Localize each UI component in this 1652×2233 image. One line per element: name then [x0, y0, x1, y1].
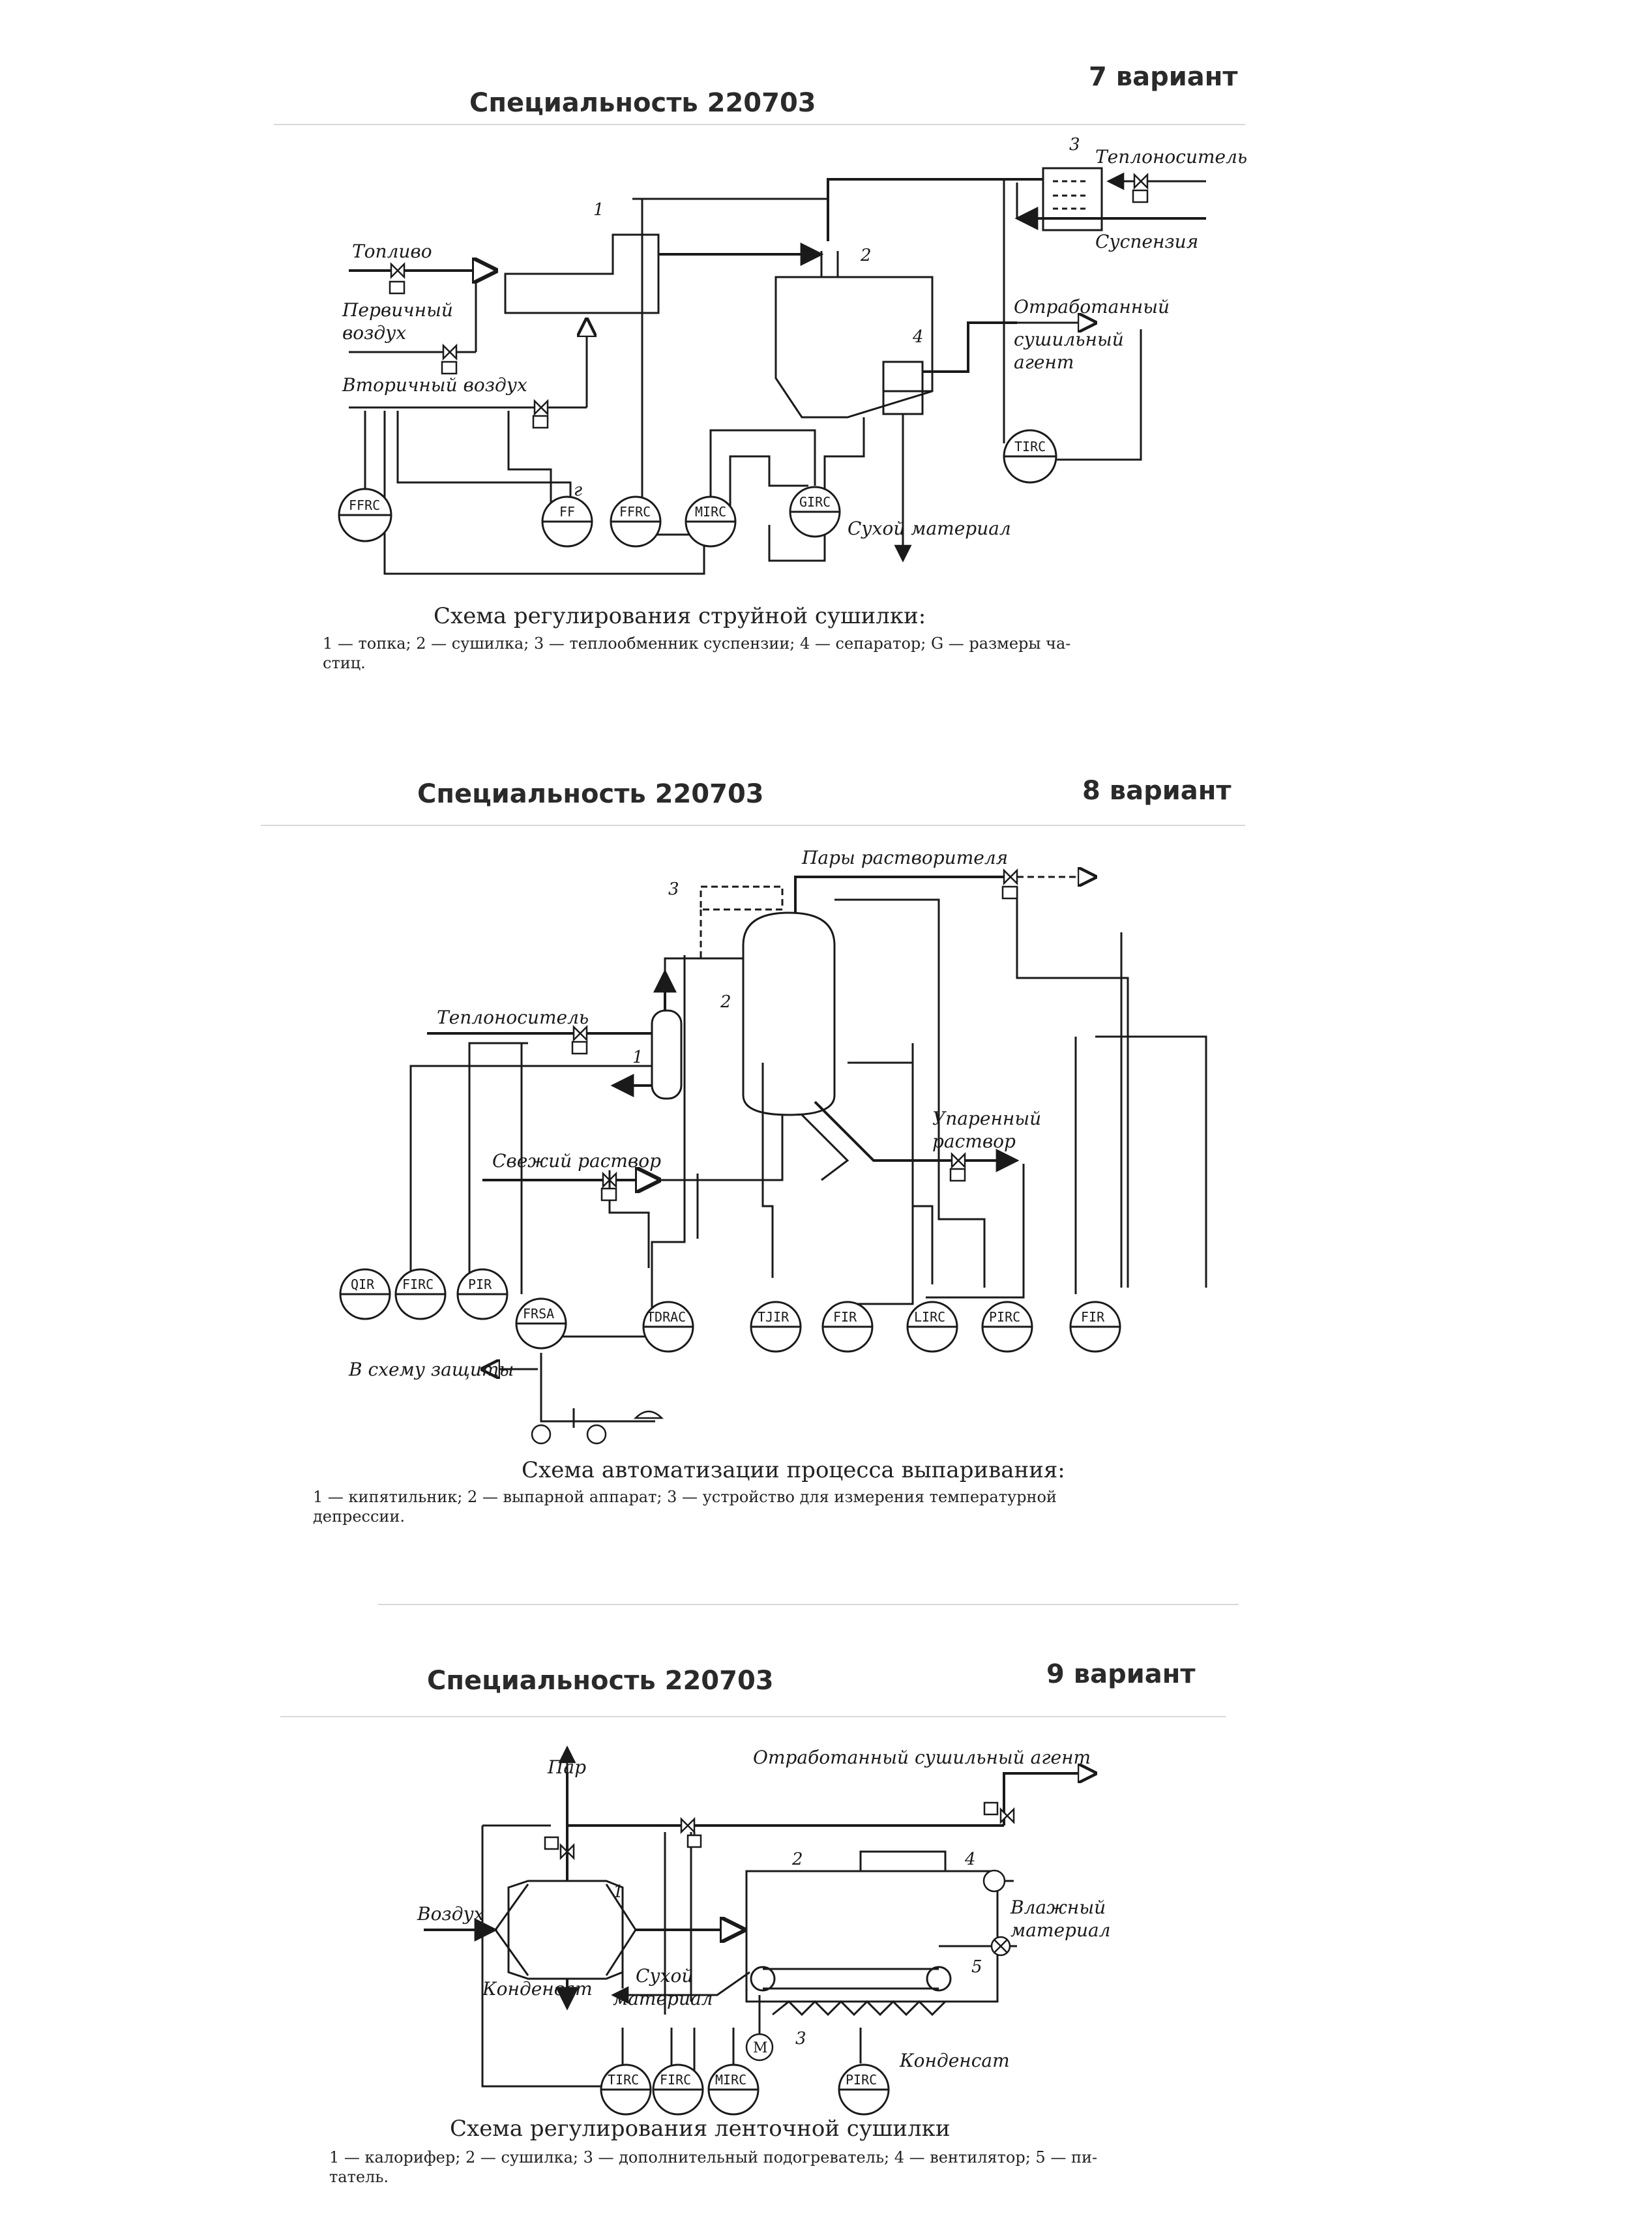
num-3: 3	[795, 2029, 806, 2048]
label-spent-agent-1: Отработанный	[1014, 296, 1170, 318]
tag-firc: FIRC	[402, 1277, 434, 1292]
fan-4	[982, 1869, 1006, 1893]
separator-line	[274, 124, 1245, 125]
tag-pirc: PIRC	[989, 1309, 1020, 1325]
label-condensate-right: Конденсат	[899, 2050, 1010, 2071]
label-evaporated-2: раствор	[932, 1131, 1016, 1152]
num-2: 2	[860, 246, 872, 265]
label-fuel: Топливо	[352, 241, 432, 262]
label-wet-material-1: Влажный	[1010, 1897, 1106, 1918]
label-secondary-air: Вторичный воздух	[342, 374, 527, 396]
tag-fir: FIR	[833, 1309, 857, 1325]
label-air: Воздух	[417, 1903, 484, 1925]
tag-tirc: TIRC	[608, 2072, 639, 2088]
num-2: 2	[791, 1850, 803, 1869]
tag-fir-right: FIR	[1081, 1309, 1105, 1325]
dryer-2	[745, 1870, 999, 2003]
tag-ff: FF	[559, 504, 575, 520]
label-dry-material-2: материал	[613, 1988, 713, 2009]
tag-ffrc-mid: FFRC	[619, 504, 651, 520]
label-heat-carrier: Теплоноситель	[437, 1007, 589, 1028]
label-dry-material-1: Сухой	[636, 1965, 693, 1987]
tag-ffrc-left: FFRC	[349, 497, 380, 513]
tag-pirc: PIRC	[846, 2072, 877, 2088]
label-solvent-vapors: Пары растворителя	[801, 847, 1008, 868]
separator-line	[378, 1604, 1239, 1605]
tag-qir: QIR	[351, 1277, 375, 1292]
caption-legend-8-line1: 1 — кипятильник; 2 — выпарной аппарат; 3…	[313, 1488, 1057, 1506]
variant-label-7: 7 вариант	[1089, 62, 1238, 92]
boiler-1	[651, 1009, 683, 1100]
tag-girc: GIRC	[799, 494, 831, 510]
tag-mirc: MIRC	[715, 2072, 746, 2088]
calorifer-1	[507, 1880, 624, 1980]
drying-jet-scheme: Топливо Первичный воздух Вторичный возду…	[338, 135, 1247, 575]
num-1: 1	[593, 200, 604, 220]
label-heat-carrier: Теплоноситель	[1095, 146, 1247, 168]
num-1: 1	[613, 1882, 624, 1902]
tag-tirc: TIRC	[1014, 439, 1046, 454]
num-4: 4	[964, 1850, 976, 1869]
caption-legend-8-line2: депрессии.	[313, 1507, 406, 1526]
num-4: 4	[912, 327, 924, 347]
dryer-2	[774, 276, 934, 419]
num-5: 5	[971, 1957, 982, 1977]
caption-legend-9-line2: татель.	[329, 2168, 389, 2186]
label-wet-material-2: материал	[1010, 1919, 1111, 1941]
label-spent-agent: Отработанный сушильный агент	[753, 1747, 1091, 1768]
label-primary-air-1: Первичный	[342, 299, 453, 321]
label-spent-agent-2: сушильный	[1014, 329, 1124, 350]
num-g: г	[574, 481, 582, 500]
specialty-heading-7: Специальность 220703	[469, 88, 816, 118]
caption-legend-7-line1: 1 — топка; 2 — сушилка; 3 — теплообменни…	[323, 634, 1071, 653]
tag-tjir: TJIR	[758, 1309, 789, 1325]
variant-label-8: 8 вариант	[1082, 776, 1232, 806]
num-3: 3	[1069, 135, 1080, 155]
furnace-1	[504, 233, 660, 314]
tag-pir: PIR	[468, 1277, 492, 1292]
specialty-heading-8: Специальность 220703	[417, 779, 764, 809]
tag-tdrac: TDRAC	[647, 1309, 686, 1325]
num-3: 3	[668, 880, 679, 899]
separator-line	[261, 825, 1245, 826]
motor	[745, 2033, 774, 2062]
label-dry-material: Сухой материал	[848, 518, 1011, 539]
num-2: 2	[720, 992, 731, 1012]
tag-frsa: FRSA	[523, 1306, 554, 1322]
caption-title-9: Схема регулирования ленточной сушилки	[450, 2116, 951, 2142]
label-to-protection: В схему защиты	[348, 1359, 514, 1380]
tag-mirc: MIRC	[695, 504, 726, 520]
label-fresh-solution: Свежий раствор	[492, 1150, 661, 1172]
caption-legend-9-line1: 1 — калорифер; 2 — сушилка; 3 — дополнит…	[329, 2148, 1098, 2166]
label-steam: Пар	[547, 1756, 586, 1778]
tag-firc: FIRC	[660, 2072, 691, 2088]
caption-legend-7-line2: стиц.	[323, 654, 366, 672]
separator-line	[280, 1716, 1226, 1717]
tag-lirc: LIRC	[914, 1309, 945, 1325]
specialty-heading-9: Специальность 220703	[427, 1666, 774, 1696]
label-suspension: Суспензия	[1095, 231, 1198, 252]
variant-label-9: 9 вариант	[1046, 1659, 1196, 1689]
evaporation-scheme: Пары растворителя Теплоноситель Свежий р…	[339, 847, 1207, 1445]
heat-exchanger-3	[1042, 167, 1103, 231]
label-condensate-left: Конденсат	[482, 1978, 593, 2000]
num-1: 1	[632, 1048, 643, 1067]
caption-title-8: Схема автоматизации процесса выпаривания…	[522, 1457, 1065, 1483]
label-primary-air-2: воздух	[342, 322, 406, 344]
label-evaporated-1: Упаренный	[932, 1108, 1041, 1129]
caption-title-7: Схема регулирования струйной сушилки:	[434, 603, 926, 629]
label-spent-agent-3: агент	[1014, 351, 1074, 373]
label-motor: М	[753, 2040, 768, 2056]
